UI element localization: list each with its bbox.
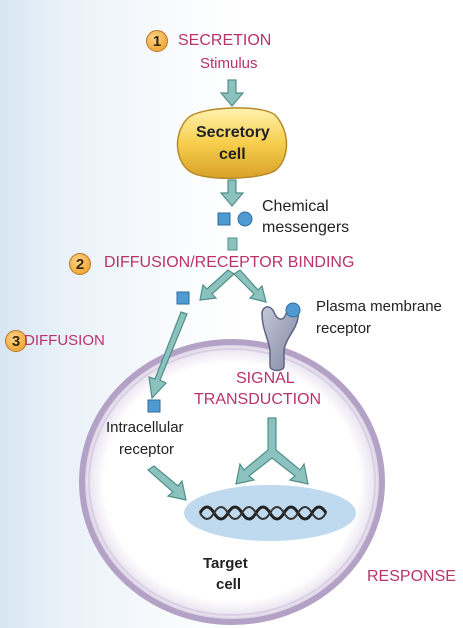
step-2-badge: 2 — [69, 253, 91, 275]
arrow-split-right — [233, 269, 267, 303]
plasma-membrane-label-1: Plasma membrane — [316, 298, 442, 315]
dna-strand-2 — [199, 506, 327, 520]
intracellular-receptor — [147, 399, 161, 413]
target-cell-membrane-inner — [88, 348, 376, 616]
receptor-bound-ligand — [285, 302, 301, 318]
signal-transduction-label-2: TRANSDUCTION — [194, 391, 322, 408]
plasma-membrane-label-2: receptor — [316, 320, 372, 337]
dna-strand — [198, 505, 328, 521]
arrow-transduction — [235, 417, 309, 485]
arrow-stimulus — [219, 79, 245, 107]
messenger-circle — [237, 211, 253, 227]
messenger-square — [217, 212, 231, 226]
step-2-label: DIFFUSION/RECEPTOR BINDING — [104, 254, 355, 271]
response-label: RESPONSE — [367, 568, 456, 585]
step-3-badge: 3 — [5, 330, 27, 352]
arrow-split-left — [199, 269, 235, 301]
signal-transduction-label-1: SIGNAL — [236, 370, 295, 387]
secretory-cell-label-1: Secretory — [196, 124, 270, 141]
step-1-label: SECRETION — [178, 32, 272, 49]
chemical-messengers-label-2: messengers — [262, 219, 350, 236]
arrow-intracellular — [147, 465, 187, 501]
intracellular-receptor-label-2: receptor — [119, 441, 175, 458]
secretory-cell — [176, 107, 288, 179]
chemical-messengers-label-1: Chemical — [262, 198, 329, 215]
secretory-cell-label-2: cell — [219, 146, 246, 163]
plasma-membrane-receptor — [261, 306, 299, 372]
arrow-diffusion — [148, 311, 188, 400]
stimulus-label: Stimulus — [200, 55, 258, 72]
messenger-small — [227, 237, 238, 251]
intracellular-receptor-label-1: Intracellular — [106, 419, 184, 436]
arrow-secretion — [219, 179, 245, 207]
step-3-label: DIFFUSION — [24, 332, 105, 349]
target-cell-label-2: cell — [216, 576, 242, 593]
target-cell-label-1: Target — [203, 555, 248, 572]
step-1-badge: 1 — [146, 30, 168, 52]
diffusing-messenger — [176, 291, 190, 305]
